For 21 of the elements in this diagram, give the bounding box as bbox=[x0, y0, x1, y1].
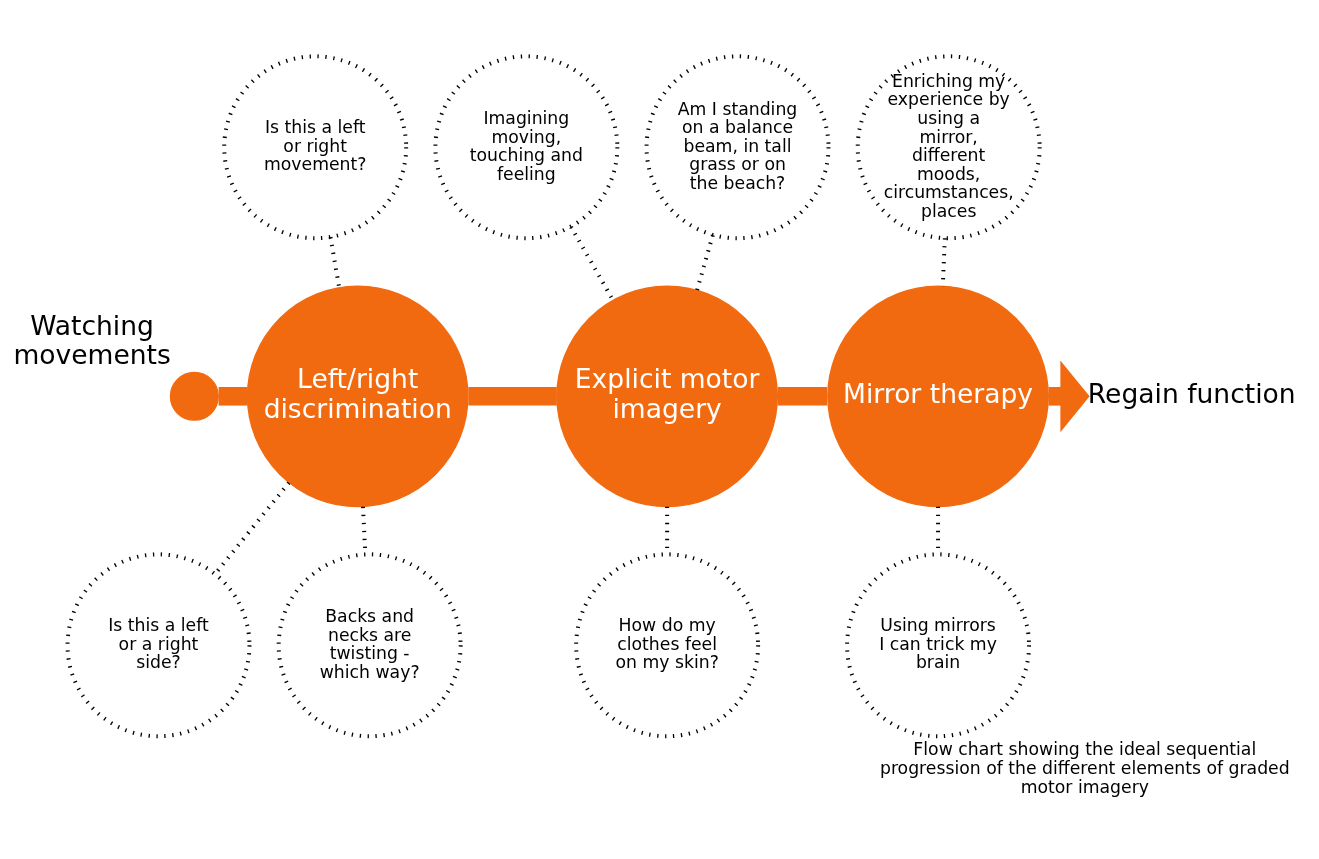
node-circle: Is this a left or a right side? bbox=[65, 552, 252, 739]
node-circle: Left/right discrimination bbox=[246, 285, 469, 508]
node-circle: How do my clothes feel on my skin? bbox=[574, 552, 761, 739]
node-circle: Imagining moving, touching and feeling bbox=[433, 54, 620, 241]
node-circle: Am I standing on a balance beam, in tall grass or on the beach? bbox=[644, 54, 831, 241]
connector bbox=[328, 236, 342, 288]
connector bbox=[695, 234, 715, 291]
node-circle: Using mirrors I can trick my brain bbox=[845, 552, 1032, 739]
node-circle: Mirror therapy bbox=[827, 285, 1049, 508]
caption: Flow chart showing the ideal sequential progression of the different elements of graded motor imagery bbox=[879, 739, 1290, 797]
connector bbox=[468, 387, 557, 406]
node-circle: Backs and necks are twisting - which way? bbox=[276, 552, 463, 739]
node-circle bbox=[169, 371, 219, 421]
connector bbox=[777, 387, 828, 406]
node-circle: Explicit motor imagery bbox=[556, 285, 779, 508]
arrow bbox=[1048, 360, 1090, 433]
node-label: Watching movements bbox=[13, 310, 171, 371]
node-circle: Enriching my experience by using a mirror, different moods, circumstances, places bbox=[855, 54, 1042, 241]
connector bbox=[218, 387, 248, 406]
node-text: Regain function bbox=[1087, 377, 1296, 409]
node-circle: Is this a left or right movement? bbox=[222, 54, 409, 241]
